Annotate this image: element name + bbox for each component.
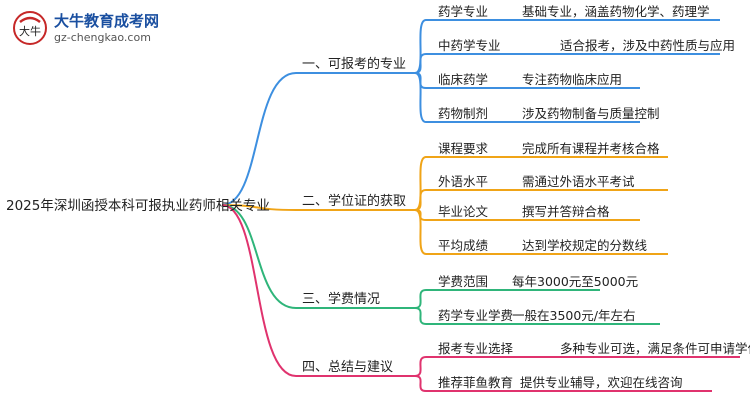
leaf-key: 药学专业学费 bbox=[438, 308, 514, 323]
site-logo[interactable]: 大牛 大牛教育成考网 gz-chengkao.com bbox=[6, 4, 166, 52]
logo-mark-text: 大牛 bbox=[19, 24, 41, 38]
leaf-key: 药物制剂 bbox=[438, 106, 489, 121]
branch-to-leaf-connector bbox=[414, 209, 427, 255]
root-to-branch-connector bbox=[221, 204, 297, 309]
leaf-value: 需通过外语水平考试 bbox=[522, 174, 635, 189]
branch-to-leaf-connector bbox=[414, 189, 427, 211]
root-to-branch-connector bbox=[221, 204, 297, 377]
branch-to-leaf-connector bbox=[414, 356, 427, 377]
leaf-key: 中药学专业 bbox=[438, 38, 501, 53]
leaf-key: 课程要求 bbox=[438, 141, 489, 156]
logo-title: 大牛教育成考网 bbox=[54, 12, 160, 30]
leaf-key: 药学专业 bbox=[438, 4, 489, 19]
branch-label: 三、学费情况 bbox=[302, 292, 381, 307]
branch-label: 一、可报考的专业 bbox=[302, 57, 407, 72]
leaf-value: 涉及药物制备与质量控制 bbox=[522, 106, 660, 121]
leaf-value: 每年3000元至5000元 bbox=[512, 274, 639, 289]
branch-to-leaf-connector bbox=[414, 53, 427, 74]
root-to-branch-connector bbox=[221, 72, 297, 206]
leaf-value: 基础专业，涵盖药物化学、药理学 bbox=[522, 4, 710, 19]
root-node: 2025年深圳函授本科可报执业药师相关专业 bbox=[6, 198, 270, 214]
leaf-value: 适合报考，涉及中药性质与应用 bbox=[560, 38, 736, 53]
leaf-key: 平均成绩 bbox=[438, 238, 489, 253]
leaf-key: 推荐菲鱼教育 bbox=[438, 375, 514, 390]
leaf-value: 一般在3500元/年左右 bbox=[512, 308, 636, 323]
leaf-key: 外语水平 bbox=[438, 174, 489, 189]
leaf-value: 提供专业辅导，欢迎在线咨询 bbox=[520, 375, 683, 390]
branch-to-leaf-connector bbox=[414, 307, 427, 325]
leaf-value: 完成所有课程并考核合格 bbox=[522, 141, 660, 156]
leaf-value: 专注药物临床应用 bbox=[522, 72, 623, 87]
leaf-value: 达到学校规定的分数线 bbox=[522, 238, 648, 253]
leaf-key: 临床药学 bbox=[438, 72, 489, 87]
branch-to-leaf-connector bbox=[414, 375, 427, 392]
leaf-key: 报考专业选择 bbox=[438, 341, 514, 356]
bull-logo-icon: 大牛 bbox=[13, 11, 47, 45]
branch-to-leaf-connector bbox=[414, 289, 427, 309]
logo-url: gz-chengkao.com bbox=[54, 31, 151, 44]
leaf-key: 学费范围 bbox=[438, 274, 489, 289]
branch-label: 二、学位证的获取 bbox=[302, 194, 407, 209]
leaf-value: 撰写并答辩合格 bbox=[522, 204, 610, 219]
branch-to-leaf-connector bbox=[414, 72, 427, 123]
leaf-key: 毕业论文 bbox=[438, 204, 489, 219]
root-to-branch-connector bbox=[221, 204, 297, 211]
leaf-value: 多种专业可选，满足条件可申请学位证 bbox=[560, 341, 750, 356]
branch-label: 四、总结与建议 bbox=[302, 360, 394, 375]
